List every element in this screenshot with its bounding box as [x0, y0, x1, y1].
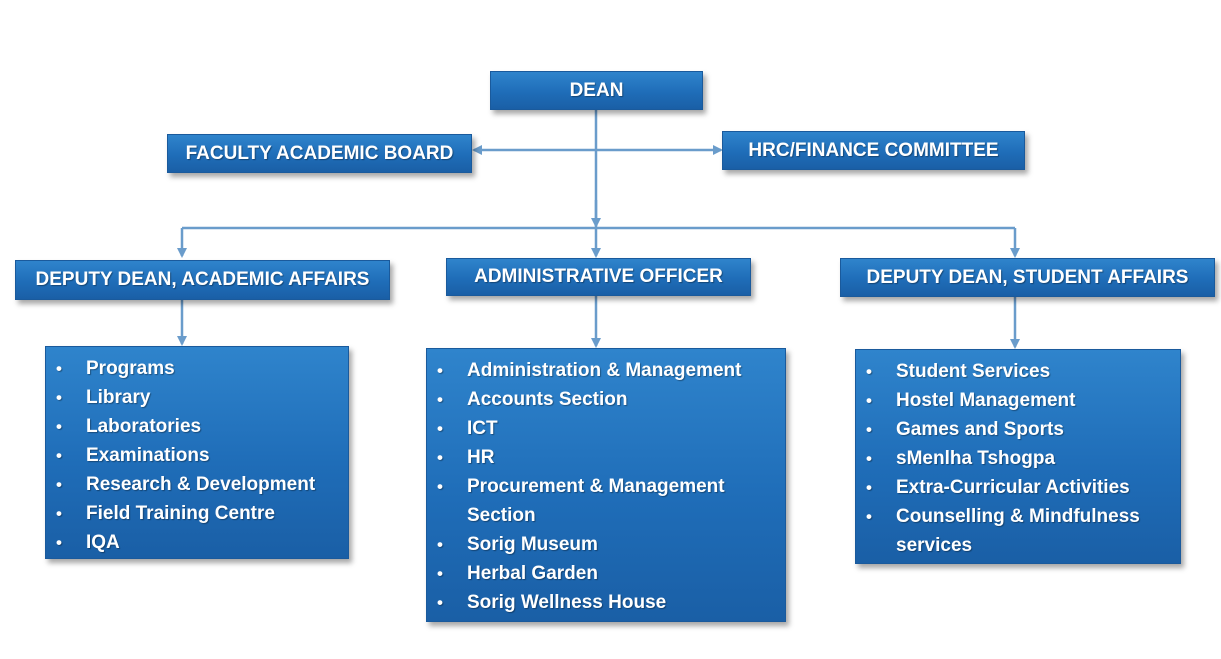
list-item: Laboratories [46, 412, 348, 441]
list-item: Herbal Garden [427, 559, 785, 588]
administration-list: Administration & Management Accounts Sec… [427, 356, 785, 617]
hrc-finance-committee-box: HRC/FINANCE COMMITTEE [722, 131, 1025, 170]
list-item: IQA [46, 528, 348, 557]
administration-list-box: Administration & Management Accounts Sec… [426, 348, 786, 622]
hrc-finance-committee-label: HRC/FINANCE COMMITTEE [748, 139, 999, 161]
deputy-dean-student-box: DEPUTY DEAN, STUDENT AFFAIRS [840, 258, 1215, 297]
list-item: Procurement & Management Section [427, 472, 785, 530]
list-item: Extra-Curricular Activities [856, 473, 1180, 502]
faculty-academic-board-label: FACULTY ACADEMIC BOARD [185, 142, 454, 164]
faculty-academic-board-box: FACULTY ACADEMIC BOARD [167, 134, 472, 173]
deputy-dean-student-label: DEPUTY DEAN, STUDENT AFFAIRS [866, 266, 1189, 288]
list-item: Counselling & Mindfulness services [856, 502, 1180, 560]
administrative-officer-box: ADMINISTRATIVE OFFICER [446, 258, 751, 296]
list-item: Accounts Section [427, 385, 785, 414]
student-affairs-list-box: Student Services Hostel Management Games… [855, 349, 1181, 564]
list-item: sMenlha Tshogpa [856, 444, 1180, 473]
administrative-officer-label: ADMINISTRATIVE OFFICER [474, 266, 723, 287]
list-item: ICT [427, 414, 785, 443]
dean-label: DEAN [569, 79, 624, 101]
list-item: Examinations [46, 441, 348, 470]
deputy-dean-academic-label: DEPUTY DEAN, ACADEMIC AFFAIRS [35, 269, 370, 290]
list-item: Sorig Museum [427, 530, 785, 559]
list-item: Student Services [856, 357, 1180, 386]
student-affairs-list: Student Services Hostel Management Games… [856, 357, 1180, 560]
list-item: Games and Sports [856, 415, 1180, 444]
list-item: Library [46, 383, 348, 412]
list-item: HR [427, 443, 785, 472]
academic-affairs-list-box: Programs Library Laboratories Examinatio… [45, 346, 349, 559]
list-item: Field Training Centre [46, 499, 348, 528]
list-item: Hostel Management [856, 386, 1180, 415]
list-item: Sorig Wellness House [427, 588, 785, 617]
academic-affairs-list: Programs Library Laboratories Examinatio… [46, 354, 348, 557]
list-item: Research & Development [46, 470, 348, 499]
list-item: Administration & Management [427, 356, 785, 385]
dean-box: DEAN [490, 71, 703, 110]
deputy-dean-academic-box: DEPUTY DEAN, ACADEMIC AFFAIRS [15, 260, 390, 300]
list-item: Programs [46, 354, 348, 383]
